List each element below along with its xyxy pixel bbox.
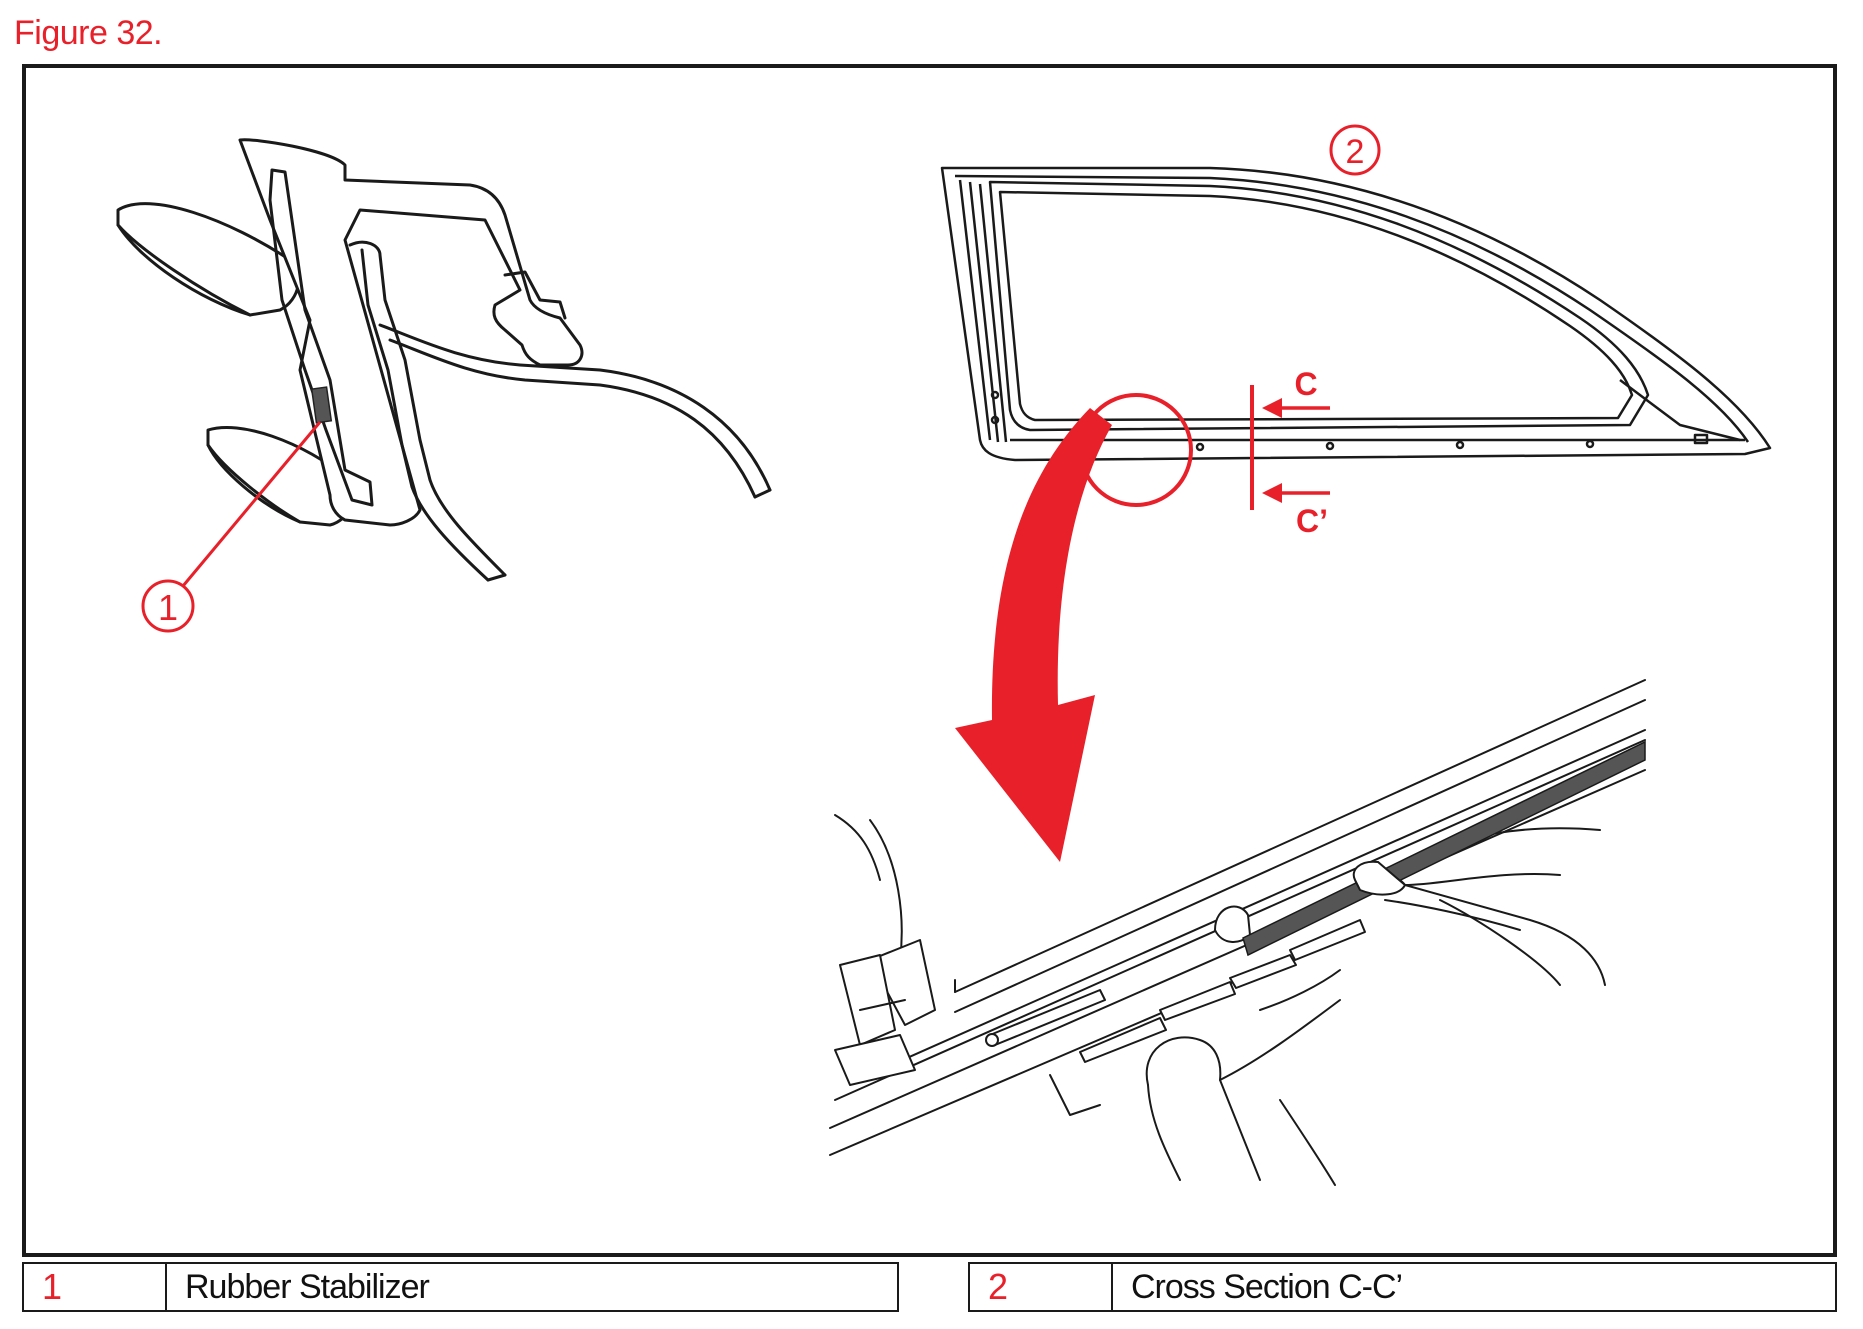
legend-1-number: 1 bbox=[24, 1264, 167, 1310]
figure-title: Figure 32. bbox=[14, 14, 163, 52]
callout-2-circle bbox=[1329, 124, 1381, 176]
quarter-window bbox=[940, 166, 1772, 462]
rubber-stabilizer-block bbox=[310, 386, 333, 424]
stabilizer-installation bbox=[829, 679, 1646, 1186]
section-line-cc bbox=[1250, 385, 1330, 510]
legend-2-description: Cross Section C-C’ bbox=[1131, 1268, 1403, 1306]
legend-2-number: 2 bbox=[970, 1264, 1113, 1310]
figure-frame bbox=[22, 64, 1837, 1257]
section-mark-c-prime: C’ bbox=[1296, 503, 1328, 539]
section-mark-c: C bbox=[1294, 366, 1317, 402]
stabilizer-strip bbox=[1242, 740, 1646, 957]
callout-1-label: 1 bbox=[158, 587, 178, 628]
molding-cross-section bbox=[116, 138, 772, 582]
callout-2-label: 2 bbox=[1346, 133, 1365, 171]
detail-arrow bbox=[955, 408, 1112, 862]
callout-1-leader bbox=[181, 421, 322, 587]
legend-1-description: Rubber Stabilizer bbox=[185, 1268, 430, 1306]
legend-row-1: 1 Rubber Stabilizer bbox=[22, 1262, 899, 1312]
callout-1-circle bbox=[141, 579, 195, 633]
legend-row-2: 2 Cross Section C-C’ bbox=[968, 1262, 1837, 1312]
thumb-tip bbox=[1352, 860, 1407, 896]
